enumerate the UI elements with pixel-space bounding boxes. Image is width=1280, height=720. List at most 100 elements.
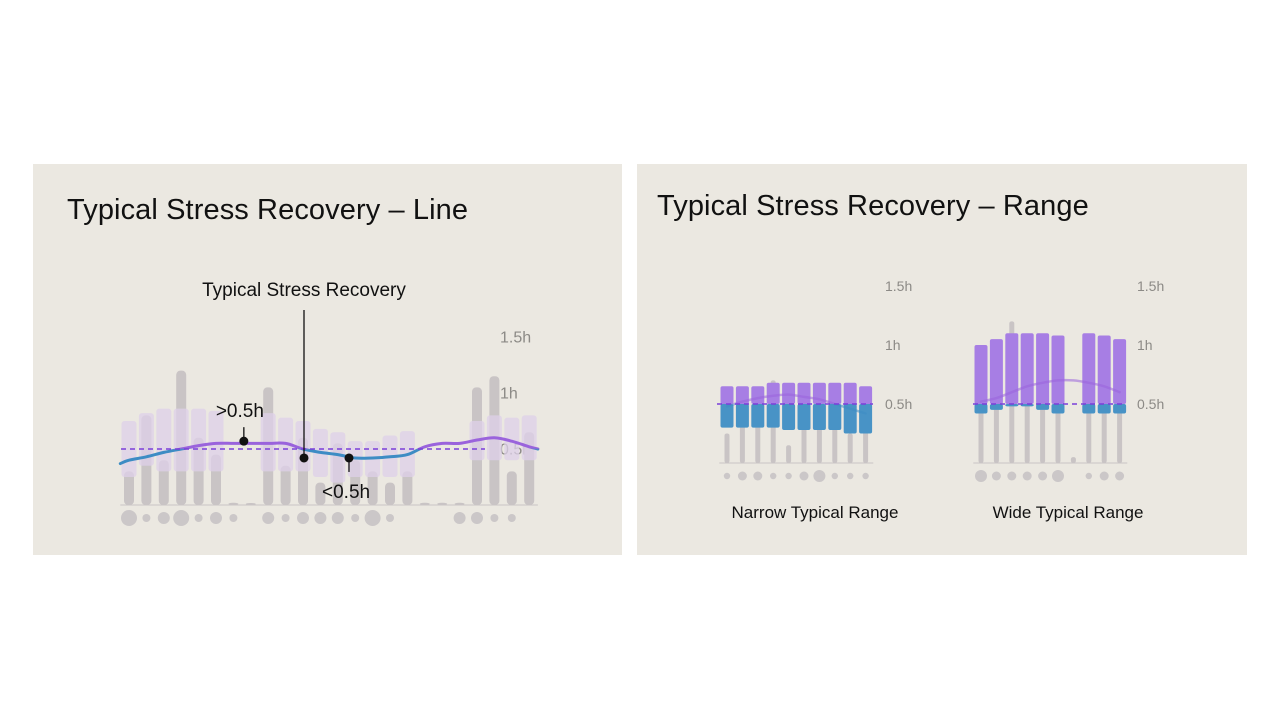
- wide-range-bar-lower: [1051, 404, 1065, 414]
- narrow-activity-dot: [813, 470, 826, 482]
- narrow-range-bar-lower: [812, 404, 826, 430]
- narrow-range-bar-lower: [828, 404, 842, 430]
- line-range-bar: [191, 408, 207, 472]
- narrow-range-bar-lower: [751, 404, 765, 428]
- line-daily-bar: [385, 482, 395, 505]
- line-daily-bar: [315, 482, 326, 505]
- narrow-range-bar-upper: [843, 382, 857, 404]
- line-daily-bar: [228, 502, 239, 505]
- wide-range-bar-upper: [1051, 335, 1065, 404]
- wide-range-bar-upper: [1036, 333, 1050, 404]
- narrow-activity-dot: [753, 471, 763, 481]
- wide-activity-dot: [1099, 471, 1109, 481]
- line-activity-dot: [507, 514, 516, 522]
- wide-range-bar-upper: [989, 339, 1003, 404]
- wide-range-bar-upper: [1097, 335, 1111, 404]
- narrow-daily-bar: [832, 427, 838, 463]
- narrow-y-tick-label: 1.5h: [885, 278, 912, 294]
- narrow-daily-bar: [801, 427, 807, 463]
- line-activity-dot: [314, 512, 327, 524]
- wide-activity-dot: [1052, 470, 1064, 482]
- line-range-bar: [173, 408, 189, 472]
- range-chart-title: Typical Stress Recovery – Range: [657, 190, 1089, 222]
- line-y-tick-label: 1h: [500, 386, 518, 403]
- line-range-bar: [504, 417, 520, 461]
- narrow-range-bar-upper: [859, 386, 873, 404]
- line-daily-bar: [437, 502, 448, 505]
- line-activity-dot: [297, 512, 309, 524]
- wide-activity-dot: [1085, 472, 1092, 480]
- line-activity-dot: [364, 510, 381, 526]
- wide-activity-dot: [991, 471, 1001, 481]
- line-activity-dot: [453, 512, 466, 524]
- below-marker-dot: [344, 453, 354, 463]
- line-chart-panel: Typical Stress Recovery – Line 1.5h1h0.5…: [33, 164, 622, 555]
- narrow-range-bar-upper: [797, 382, 811, 404]
- narrow-activity-dot: [737, 471, 747, 481]
- wide-activity-dot: [1007, 471, 1017, 481]
- line-daily-bar: [124, 471, 134, 505]
- narrow-daily-bar: [724, 433, 730, 463]
- callout-label: Typical Stress Recovery: [202, 280, 406, 301]
- line-activity-dot: [121, 510, 137, 526]
- line-daily-bar: [367, 471, 378, 505]
- narrow-activity-dot: [831, 472, 838, 480]
- narrow-daily-bar: [816, 427, 822, 463]
- narrow-range-bar-lower: [735, 404, 749, 428]
- wide-activity-dot: [975, 470, 987, 482]
- wide-y-tick-label: 1.5h: [1137, 278, 1164, 294]
- narrow-range-bar-lower: [843, 404, 857, 434]
- line-activity-dot: [194, 514, 203, 522]
- narrow-range-bar-lower: [766, 404, 780, 428]
- line-daily-bar: [402, 471, 413, 505]
- line-activity-dot: [281, 514, 290, 522]
- narrow-y-tick-label: 1h: [885, 337, 901, 353]
- line-typical-line: [118, 436, 540, 466]
- wide-range-bar-lower: [1036, 404, 1050, 410]
- narrow-daily-bar: [786, 445, 792, 463]
- wide-activity-dot: [1038, 471, 1048, 481]
- narrow-activity-dot: [847, 472, 854, 480]
- line-activity-dot: [173, 510, 190, 526]
- line-activity-dot: [471, 512, 483, 524]
- narrow-range-caption: Narrow Typical Range: [732, 503, 899, 522]
- wide-activity-dot: [1115, 471, 1125, 481]
- line-range-bar: [330, 432, 346, 483]
- narrow-range-bar-upper: [751, 386, 765, 404]
- wide-range-bar-lower: [1082, 404, 1096, 414]
- wide-activity-dot: [1022, 471, 1032, 481]
- wide-typical-line: [979, 378, 1121, 403]
- narrow-daily-bar: [863, 427, 869, 463]
- wide-range-bar-lower: [1113, 404, 1127, 414]
- line-range-bar: [156, 408, 172, 472]
- wide-range-bar-lower: [974, 404, 988, 414]
- narrow-daily-bar: [847, 433, 853, 463]
- wide-range-bar-upper: [974, 345, 988, 404]
- narrow-activity-dot: [862, 472, 869, 480]
- line-activity-dot: [331, 512, 344, 524]
- line-activity-dot: [386, 514, 394, 522]
- narrow-typical-line: [725, 393, 867, 415]
- above-threshold-label: >0.5h: [216, 401, 264, 422]
- line-activity-dot: [262, 512, 275, 524]
- narrow-range-bar-lower: [797, 404, 811, 430]
- narrow-range-bar-lower: [859, 404, 873, 434]
- below-threshold-label: <0.5h: [322, 482, 370, 503]
- wide-range-bar-upper: [1005, 333, 1019, 404]
- line-daily-bar: [454, 502, 465, 505]
- narrow-range-bar-upper: [720, 386, 734, 404]
- line-activity-dot: [210, 512, 222, 524]
- line-activity-dot: [142, 514, 151, 522]
- narrow-activity-dot: [723, 472, 731, 480]
- narrow-range-bar-upper: [828, 382, 842, 404]
- wide-range-bar-lower: [989, 404, 1003, 410]
- line-activity-dot: [351, 514, 360, 522]
- narrow-activity-dot: [799, 471, 809, 481]
- line-daily-bar: [280, 465, 291, 505]
- wide-y-tick-label: 0.5h: [1137, 396, 1164, 412]
- line-y-tick-label: 1.5h: [500, 330, 531, 347]
